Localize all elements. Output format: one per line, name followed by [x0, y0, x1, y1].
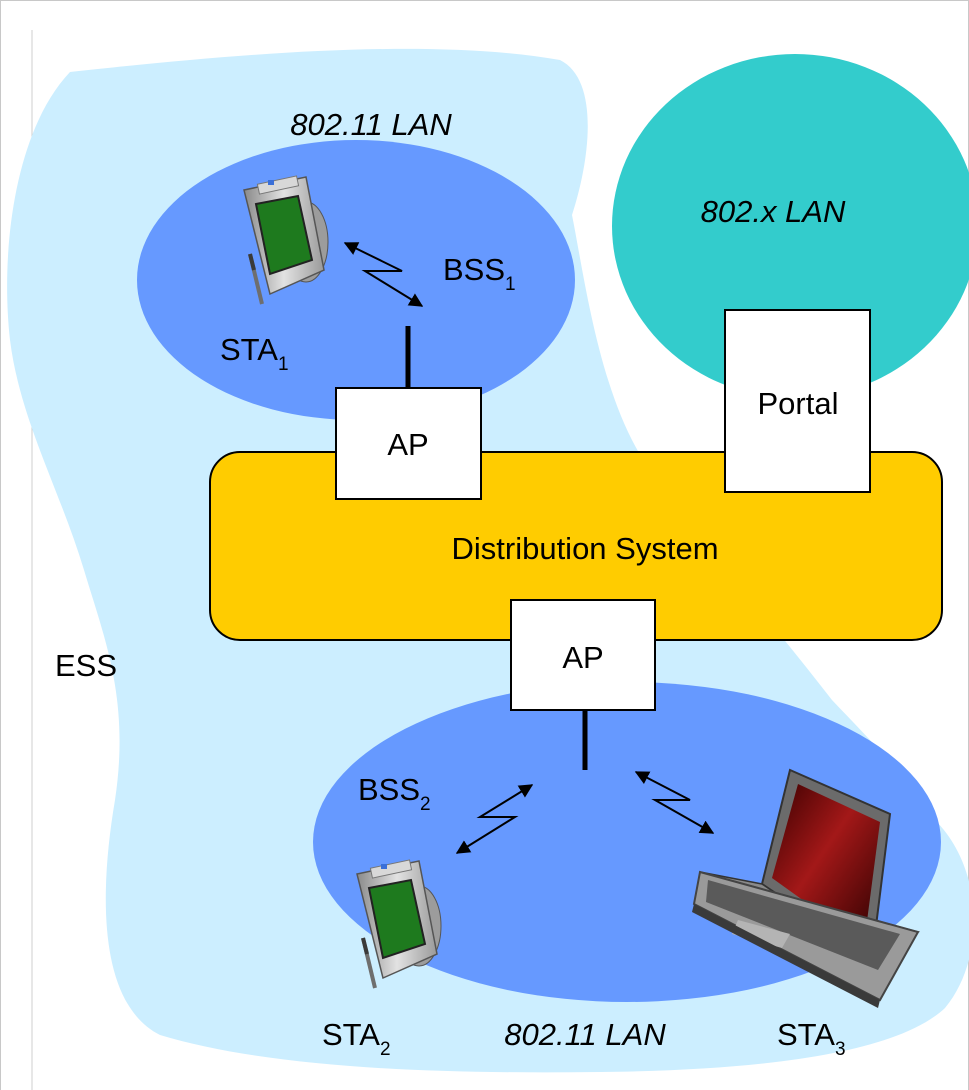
ap-top-label: AP [387, 427, 428, 462]
wireless-link-icon [343, 242, 424, 307]
lan-top-label: 802.11 LAN [290, 107, 452, 142]
portal-label: Portal [758, 386, 839, 421]
wireless-link-icon [634, 771, 715, 834]
sta3-label: STA3 [777, 1017, 846, 1060]
ap-top-box [335, 387, 482, 500]
pda-icon [243, 175, 329, 305]
distribution-system-label: Distribution System [451, 531, 718, 566]
lan-bottom-label: 802.11 LAN [504, 1017, 666, 1052]
other-lan-label: 802.x LAN [701, 194, 846, 229]
other-lan-region [612, 54, 969, 398]
wireless-link-icon [455, 784, 534, 854]
ess-label: ESS [55, 648, 117, 683]
ap-bottom-box [510, 599, 656, 711]
ap-bottom-label: AP [562, 640, 603, 675]
bss1-label: BSS1 [443, 252, 516, 295]
pda-icon [356, 859, 442, 989]
laptop-icon [692, 768, 920, 1008]
portal-box [724, 309, 871, 493]
bss2-label: BSS2 [358, 772, 431, 815]
sta2-label: STA2 [322, 1017, 391, 1060]
sta1-label: STA1 [220, 332, 289, 375]
